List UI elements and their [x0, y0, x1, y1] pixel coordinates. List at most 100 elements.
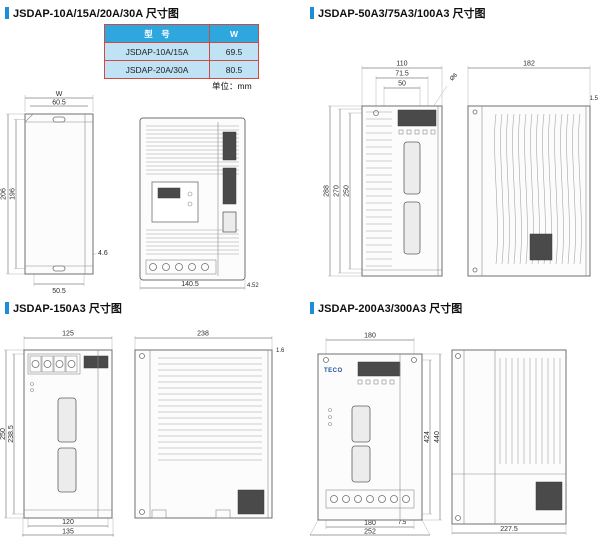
connector [351, 445, 371, 483]
dim-label-hole-dia: Ø6 [449, 72, 459, 82]
drive-body [361, 105, 443, 277]
section-jsdap-50a3-100a3: JSDAP-50A3/75A3/100A3 尺寸图 [300, 0, 600, 296]
dim-label-height-outer: 250 [0, 428, 7, 440]
dim-label-height-outer: 288 [324, 185, 331, 197]
dim-label-height-inner: 238.5 [8, 425, 15, 443]
dim-label-height-inner: 250 [344, 185, 351, 197]
column-header-model: 型 号 [104, 24, 210, 43]
dim-label-height-outer: 440 [434, 431, 441, 443]
mounting-hole [472, 267, 478, 273]
dim-label-flange: 1.5 [590, 96, 599, 102]
dim-label-hole-span: 71.5 [395, 71, 409, 78]
connector [222, 211, 237, 233]
table-row: JSDAP-20A/30A 80.5 [104, 60, 259, 79]
dim-label-hole-offset: 7.5 [398, 520, 407, 526]
s4-side-view: 227.5 [451, 349, 567, 535]
led-indicator [328, 415, 332, 419]
dimension-lines [4, 336, 114, 537]
s1-drawings: W 60.5 206 196 4.6 50.5 [1, 91, 260, 295]
column-header-w: W [209, 24, 259, 43]
dim-label-inner-span: 50 [398, 81, 406, 88]
cell-model: JSDAP-20A/30A [104, 60, 210, 79]
led-indicator [30, 388, 34, 392]
connector [222, 167, 237, 205]
accent-bar-icon [5, 7, 9, 19]
terminal-strip [325, 489, 415, 509]
terminal-block [27, 353, 81, 375]
mounting-hole [139, 509, 145, 515]
s2-front-view: 110 71.5 50 Ø6 288 270 250 [324, 61, 460, 277]
dimension-lines [451, 524, 567, 535]
connector [351, 405, 371, 443]
vent-grille [146, 125, 239, 175]
foot [215, 509, 231, 519]
dim-label-bottom-outer: 135 [62, 529, 74, 536]
dim-label-height-mid: 270 [334, 185, 341, 197]
dim-label-depth: 140.5 [181, 281, 199, 288]
dim-label-height-outer: 206 [1, 188, 8, 200]
cell-w: 80.5 [209, 60, 259, 79]
connector [222, 131, 237, 161]
heatsink-fins [366, 111, 392, 267]
dim-label-depth: 182 [523, 61, 535, 68]
mounting-hole [455, 515, 461, 521]
cell-w: 69.5 [209, 42, 259, 61]
mounting-hole [323, 357, 329, 363]
display-screen [83, 355, 109, 369]
connector [403, 201, 421, 255]
vent-grille [499, 358, 561, 464]
mounting-slot [52, 116, 66, 123]
section-jsdap-150a3: JSDAP-150A3 尺寸图 [0, 296, 300, 538]
dimension-lines [467, 66, 591, 106]
vent-grille [158, 357, 262, 461]
s4-drawings: 180 424 440 180 252 7.5 TECO [309, 333, 567, 536]
dimension-lines [139, 280, 246, 290]
section-header: JSDAP-200A3/300A3 尺寸图 [310, 300, 462, 316]
display-screen [357, 361, 401, 377]
accent-bar-icon [5, 302, 9, 314]
vent-grille [146, 229, 239, 255]
accent-bar-icon [310, 302, 314, 314]
section-title: JSDAP-200A3/300A3 尺寸图 [318, 303, 463, 315]
mounting-slot [52, 265, 66, 272]
dim-label-width: 180 [364, 333, 376, 340]
drive-body-side [467, 105, 591, 277]
led-indicator [30, 382, 34, 386]
connector [57, 447, 77, 493]
led-indicator [328, 408, 332, 412]
section-header: JSDAP-10A/15A/20A/30A 尺寸图 [5, 5, 179, 21]
mounting-hole [373, 110, 379, 116]
section-jsdap-10a-30a: JSDAP-10A/15A/20A/30A 尺寸图 型 号 W JSDAP-10… [0, 0, 300, 296]
dim-label-bottom-inner: 180 [364, 520, 376, 527]
dim-label-width: 110 [396, 61, 407, 68]
model-width-table: 型 号 W JSDAP-10A/15A 69.5 JSDAP-20A/30A 8… [104, 24, 259, 79]
terminal-cover [529, 233, 553, 261]
dim-label-bottom-span: 50.5 [52, 288, 66, 295]
section-header: JSDAP-50A3/75A3/100A3 尺寸图 [310, 5, 486, 21]
s3-drawings: 125 250 238.5 120 135 [0, 331, 285, 537]
s3-front-view: 125 250 238.5 120 135 [0, 331, 114, 537]
unit-label: 单位：mm [212, 81, 252, 91]
brand-logo: TECO [324, 368, 343, 374]
table-header-row: 型 号 W [104, 24, 259, 43]
s2-drawings: 110 71.5 50 Ø6 288 270 250 [324, 61, 599, 277]
dim-label-depth: 238 [197, 331, 209, 338]
dim-label-width: 125 [62, 331, 74, 338]
dim-label-hole-dia: 4.6 [98, 250, 108, 257]
dim-label-bottom-outer: 252 [364, 529, 376, 536]
s3-side-view: 238 1.6 [134, 331, 285, 519]
s4-front-view: 180 424 440 180 252 7.5 TECO [309, 333, 442, 536]
accent-bar-icon [310, 7, 314, 19]
dim-label-w: W [56, 91, 63, 98]
dimension-lines [134, 336, 273, 350]
mounting-plate-outline [24, 113, 94, 275]
dim-label-depth: 227.5 [500, 526, 518, 533]
dim-label-height-inner: 424 [424, 431, 431, 443]
keypad-buttons [398, 129, 436, 135]
table-row: JSDAP-10A/15A 69.5 [104, 42, 259, 61]
mounting-hole [411, 357, 417, 363]
connector [403, 141, 421, 195]
cell-model: JSDAP-10A/15A [104, 42, 210, 61]
section-header: JSDAP-150A3 尺寸图 [5, 300, 122, 316]
